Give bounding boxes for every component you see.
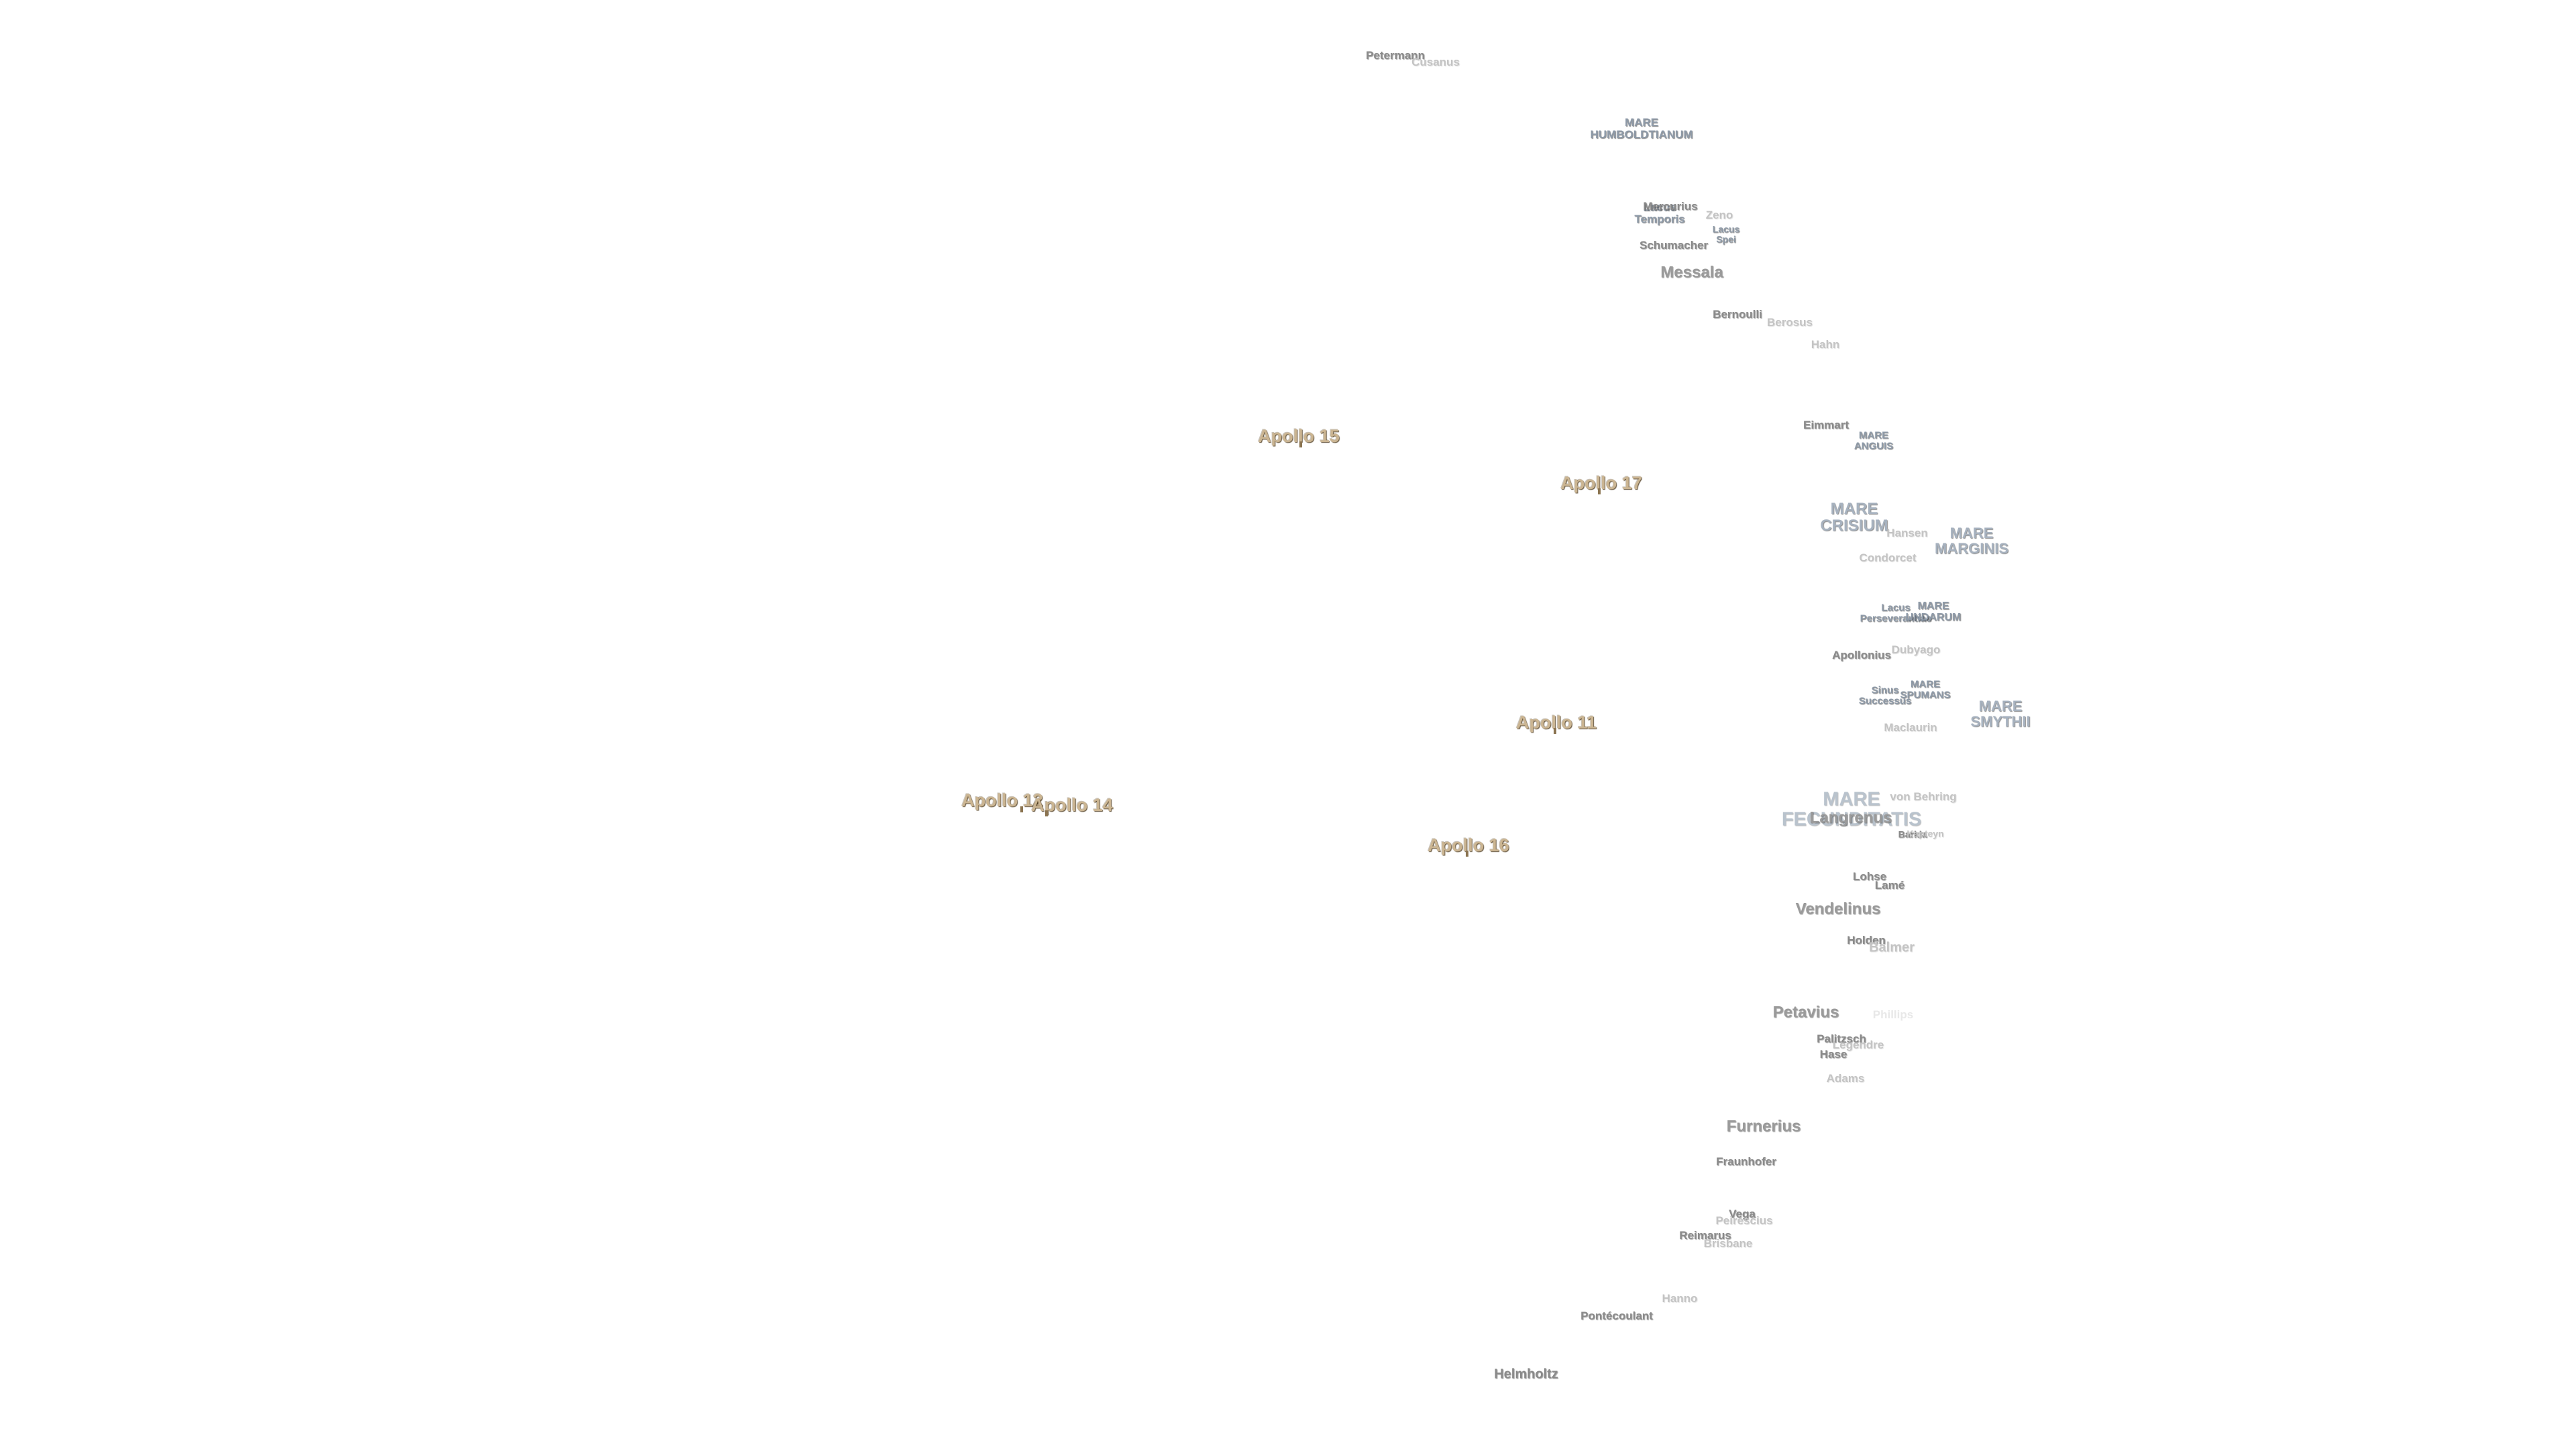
- crater-langrenus-label[interactable]: Langrenus: [1809, 808, 1892, 827]
- mare-fecunditatis-line1: MARE: [1823, 788, 1880, 810]
- crater-von-behring-label[interactable]: von Behring: [1890, 790, 1957, 804]
- crater-furnerius-label[interactable]: Furnerius: [1726, 1117, 1801, 1136]
- crater-mercurius-label[interactable]: Mercurius: [1643, 200, 1698, 213]
- lacus-spei-line2: Spei: [1716, 233, 1736, 244]
- mare-marginis-line1: MARE: [1949, 524, 1994, 541]
- crater-eimmart-label[interactable]: Eimmart: [1803, 419, 1849, 432]
- sinus-successus-line2: Successus: [1858, 695, 1912, 706]
- mare-anguis-label[interactable]: MARE ANGUIS: [1854, 430, 1893, 451]
- crater-hanno-label[interactable]: Hanno: [1662, 1292, 1698, 1305]
- crater-vendelinus-label[interactable]: Vendelinus: [1795, 900, 1881, 918]
- lacus-temporis-line1: Lacus: [1643, 201, 1676, 214]
- apollo-17-label[interactable]: Apollo 17: [1560, 472, 1642, 493]
- mare-smythii-line2: SMYTHII: [1970, 713, 2031, 730]
- apollo-16-label[interactable]: Apollo 16: [1428, 835, 1509, 855]
- crater-pontecoulant-label[interactable]: Pontécoulant: [1580, 1309, 1653, 1323]
- sinus-successus-line1: Sinus: [1871, 684, 1899, 696]
- mare-crisium-line2: CRISIUM: [1820, 517, 1888, 535]
- crater-phillips-label[interactable]: Phillips: [1872, 1008, 1914, 1022]
- apollo-12-marker[interactable]: [1020, 806, 1023, 812]
- crater-cusanus-label[interactable]: Cusanus: [1411, 56, 1460, 69]
- crater-legendre-label[interactable]: Legendre: [1832, 1038, 1884, 1052]
- mare-anguis-line2: ANGUIS: [1854, 440, 1894, 451]
- mare-humboldtianum-label[interactable]: MARE HUMBOLDTIANUM: [1591, 117, 1693, 141]
- crater-palitzsch-label[interactable]: Palitzsch: [1817, 1032, 1866, 1046]
- apollo-14-marker[interactable]: [1045, 810, 1048, 816]
- crater-petavius-label[interactable]: Petavius: [1772, 1003, 1839, 1022]
- crater-fraunhofer-label[interactable]: Fraunhofer: [1716, 1155, 1776, 1169]
- crater-maclaurin-label[interactable]: Maclaurin: [1884, 721, 1937, 735]
- crater-lohse-label[interactable]: Lohse: [1852, 870, 1887, 883]
- mare-crisium-label[interactable]: MARE CRISIUM: [1820, 499, 1888, 535]
- crater-balmer-label[interactable]: Balmer: [1869, 940, 1915, 955]
- apollo-14-label[interactable]: Apollo 14: [1031, 794, 1113, 815]
- crater-schumacher-label[interactable]: Schumacher: [1639, 239, 1709, 252]
- mare-spumans-label[interactable]: MARE SPUMANS: [1900, 679, 1950, 700]
- mare-smythii-label[interactable]: MARE SMYTHII: [1970, 698, 2030, 729]
- crater-adams-label[interactable]: Adams: [1826, 1072, 1865, 1085]
- crater-petermann-label[interactable]: Petermann: [1366, 49, 1425, 62]
- lacus-perseverantiae-label[interactable]: Lacus Perseverantiae: [1860, 602, 1932, 624]
- crater-hansen-label[interactable]: Hansen: [1886, 527, 1928, 540]
- mare-marginis-label[interactable]: MARE MARGINIS: [1935, 525, 2008, 556]
- crater-condorcet-label[interactable]: Condorcet: [1859, 551, 1917, 565]
- mare-fecunditatis-line2: FECUNDITATIS: [1781, 809, 1922, 830]
- crater-apollonius-label[interactable]: Apollonius: [1832, 649, 1891, 662]
- crater-hase-label[interactable]: Hase: [1819, 1048, 1847, 1061]
- mare-spumans-line1: MARE: [1910, 678, 1941, 690]
- crater-lame-label[interactable]: Lamé: [1874, 879, 1905, 892]
- mare-fecunditatis-label[interactable]: MARE FECUNDITATIS: [1781, 788, 1922, 830]
- crater-barkla-label[interactable]: Barkla: [1898, 828, 1927, 840]
- crater-reimarus-label[interactable]: Reimarus: [1679, 1229, 1731, 1242]
- crater-hahn-label[interactable]: Hahn: [1811, 338, 1840, 352]
- mare-humboldtianum-line2: HUMBOLDTIANUM: [1590, 128, 1693, 141]
- crater-dubyago-label[interactable]: Dubyago: [1891, 643, 1941, 657]
- apollo-11-marker[interactable]: [1554, 728, 1556, 734]
- lacus-temporis-line2: Temporis: [1634, 213, 1685, 225]
- crater-kapteyn-label[interactable]: Kapteyn: [1907, 828, 1944, 839]
- lacus-perseverantiae-line2: Perseverantiae: [1860, 612, 1932, 624]
- apollo-16-marker[interactable]: [1466, 851, 1468, 857]
- mare-undarum-label[interactable]: MARE UNDARUM: [1905, 600, 1962, 624]
- lacus-spei-line1: Lacus: [1712, 223, 1740, 235]
- sinus-successus-label[interactable]: Sinus Successus: [1859, 685, 1911, 706]
- lacus-temporis-label[interactable]: Lacus Temporis: [1634, 201, 1684, 225]
- apollo-12-label[interactable]: Apollo 12: [961, 790, 1043, 810]
- mare-undarum-line1: MARE: [1917, 600, 1949, 612]
- crater-peirescius-label[interactable]: Peirescius: [1715, 1214, 1773, 1228]
- apollo-11-label[interactable]: Apollo 11: [1515, 712, 1597, 733]
- mare-undarum-line2: UNDARUM: [1905, 612, 1962, 623]
- apollo-15-label[interactable]: Apollo 15: [1258, 425, 1340, 446]
- crater-brisbane-label[interactable]: Brisbane: [1703, 1237, 1753, 1250]
- crater-helmholtz-label[interactable]: Helmholtz: [1494, 1366, 1558, 1382]
- crater-messala-label[interactable]: Messala: [1660, 263, 1723, 282]
- mare-humboldtianum-line1: MARE: [1624, 116, 1659, 129]
- mare-anguis-line1: MARE: [1858, 429, 1889, 441]
- crater-bernoulli-label[interactable]: Bernoulli: [1713, 308, 1762, 321]
- apollo-17-marker[interactable]: [1598, 488, 1601, 494]
- crater-zeno-label[interactable]: Zeno: [1705, 209, 1733, 222]
- crater-holden-label[interactable]: Holden: [1847, 934, 1886, 947]
- apollo-15-marker[interactable]: [1299, 441, 1302, 447]
- lacus-perseverantiae-line1: Lacus: [1881, 602, 1911, 614]
- crater-berosus-label[interactable]: Berosus: [1766, 316, 1813, 329]
- lacus-spei-label[interactable]: Lacus Spei: [1713, 224, 1739, 244]
- mare-smythii-line1: MARE: [1978, 697, 2023, 714]
- mare-crisium-line1: MARE: [1830, 499, 1878, 518]
- crater-vega-label[interactable]: Vega: [1729, 1208, 1756, 1221]
- mare-marginis-line2: MARGINIS: [1935, 540, 2008, 557]
- mare-spumans-line2: SPUMANS: [1900, 689, 1951, 700]
